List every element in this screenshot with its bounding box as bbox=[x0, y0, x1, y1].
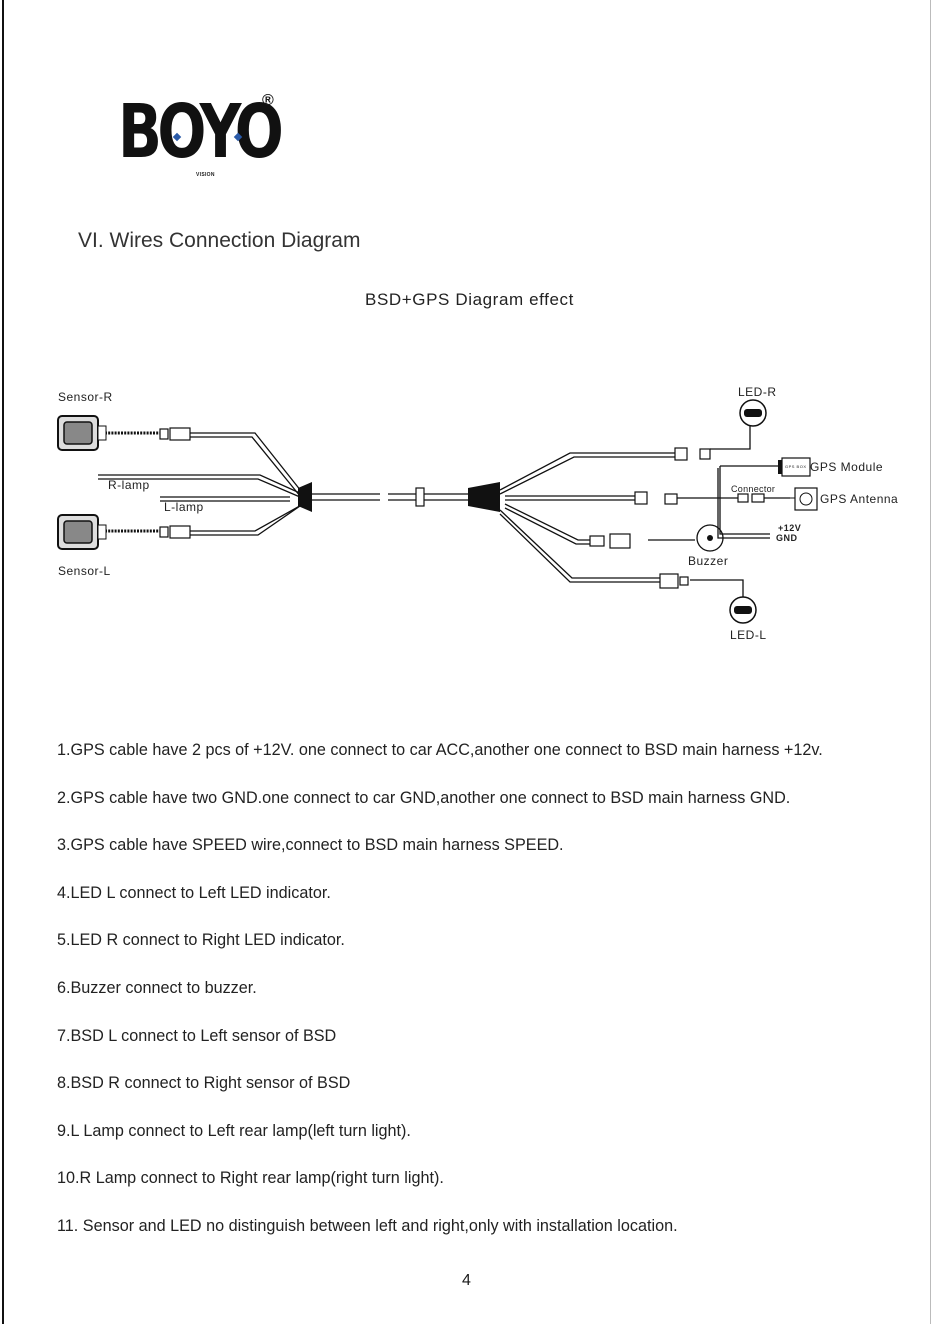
instruction-item: 4.LED L connect to Left LED indicator. bbox=[57, 883, 331, 902]
label-sensor-l: Sensor-L bbox=[58, 564, 111, 578]
buzzer-center bbox=[707, 535, 713, 541]
logo-wordmark: BOYO bbox=[118, 89, 284, 175]
label-led-r: LED-R bbox=[738, 385, 777, 399]
label-buzzer: Buzzer bbox=[688, 554, 729, 568]
instruction-item: 9.L Lamp connect to Left rear lamp(left … bbox=[57, 1121, 411, 1140]
instruction-item: 6.Buzzer connect to buzzer. bbox=[57, 978, 257, 997]
label-gps-antenna: GPS Antenna bbox=[820, 492, 899, 506]
instruction-item: 7.BSD L connect to Left sensor of BSD bbox=[57, 1026, 337, 1045]
page-number: 4 bbox=[462, 1272, 471, 1289]
diagram-title: BSD+GPS Diagram effect bbox=[365, 290, 574, 309]
label-led-l: LED-L bbox=[730, 628, 767, 642]
wiring-diagram-drawing bbox=[57, 399, 818, 624]
label-connector: Connector bbox=[731, 484, 776, 494]
label-gps-module: GPS Module bbox=[810, 460, 884, 474]
instruction-item: 3.GPS cable have SPEED wire,connect to B… bbox=[57, 836, 564, 855]
instruction-item: 8.BSD R connect to Right sensor of BSD bbox=[57, 1074, 351, 1093]
wiring-diagram: Sensor-R R-lamp L-lamp Sensor-L LED-R LE… bbox=[50, 378, 910, 658]
instruction-item: 2.GPS cable have two GND.one connect to … bbox=[57, 788, 791, 807]
instruction-item: 5.LED R connect to Right LED indicator. bbox=[57, 931, 345, 950]
label-gps-box: GPS BOX bbox=[785, 464, 807, 469]
harness-collar-left bbox=[298, 482, 312, 512]
logo-subtext: VISION bbox=[196, 172, 215, 178]
label-sensor-r: Sensor-R bbox=[58, 390, 113, 404]
logo-registered-mark: ® bbox=[262, 92, 274, 109]
label-r-lamp: R-lamp bbox=[108, 478, 150, 492]
label-gnd: GND bbox=[776, 533, 798, 543]
boyo-logo: BOYO ® VISION bbox=[118, 90, 288, 180]
page-edge-right bbox=[930, 0, 931, 1324]
harness-collar-right bbox=[468, 482, 500, 512]
instruction-item: 11. Sensor and LED no distinguish betwee… bbox=[57, 1216, 678, 1235]
instruction-item: 1.GPS cable have 2 pcs of +12V. one conn… bbox=[57, 741, 823, 759]
page-edge-left bbox=[2, 0, 4, 1324]
instruction-item: 10.R Lamp connect to Right rear lamp(rig… bbox=[57, 1169, 444, 1188]
label-plus12v: +12V bbox=[778, 523, 802, 533]
instruction-list: 1.GPS cable have 2 pcs of +12V. one conn… bbox=[57, 738, 917, 1262]
label-l-lamp: L-lamp bbox=[164, 500, 204, 514]
section-title: VI. Wires Connection Diagram bbox=[78, 229, 361, 252]
